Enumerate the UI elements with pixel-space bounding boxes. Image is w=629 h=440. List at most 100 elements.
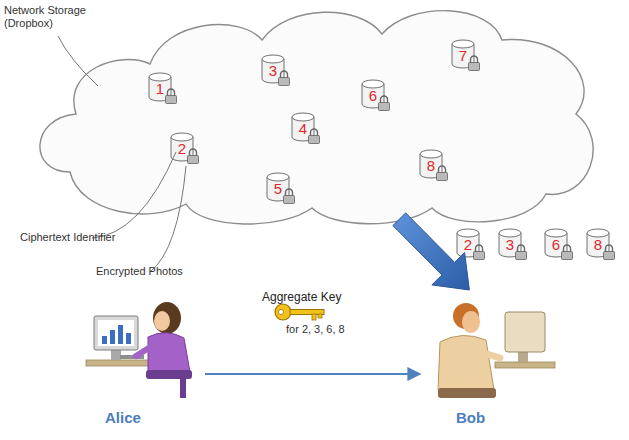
screen-bar	[118, 325, 123, 344]
padlock-shackle	[286, 189, 293, 196]
ciphertext-id: 2	[456, 237, 480, 253]
monitor	[505, 312, 545, 352]
leader-line	[92, 152, 176, 238]
bob-illustration	[438, 303, 555, 398]
transfer-arrow	[393, 213, 470, 290]
monitor-stand	[111, 349, 121, 360]
ciphertext-cylinder: 1	[147, 72, 177, 104]
key-tooth	[318, 314, 322, 318]
ciphertext-cylinder: 6	[360, 79, 390, 111]
trousers	[438, 388, 496, 398]
cylinder-top	[587, 229, 609, 237]
ciphertext-cylinder: 8	[585, 228, 615, 260]
monitor	[94, 316, 138, 350]
face	[154, 311, 170, 331]
key-hole	[278, 309, 283, 314]
padlock-body	[562, 252, 573, 260]
ciphertext-id: 2	[170, 141, 194, 157]
cylinder-top	[545, 229, 567, 237]
padlock-shackle	[564, 245, 571, 252]
cylinder-top	[457, 229, 479, 237]
ciphertext-id: 3	[498, 237, 522, 253]
cylinder-top	[420, 150, 442, 158]
ciphertext-cylinder: 5	[265, 172, 295, 204]
cylinder-top	[499, 229, 521, 237]
ciphertext-id: 8	[419, 158, 443, 174]
screen-bar	[102, 336, 107, 344]
cylinder-top	[452, 40, 474, 48]
leg	[180, 378, 186, 398]
padlock-body	[469, 63, 480, 71]
padlock-body	[474, 252, 485, 260]
screen-bar	[110, 330, 115, 344]
person-name: Bob	[456, 409, 485, 426]
cylinder-top	[171, 133, 193, 141]
padlock-shackle	[311, 129, 318, 136]
padlock-body	[309, 136, 320, 144]
padlock-shackle	[281, 71, 288, 78]
padlock-shackle	[439, 166, 446, 173]
desk	[495, 362, 555, 368]
ciphertext-cylinder: 4	[290, 112, 320, 144]
arm	[136, 344, 155, 356]
alice-illustration	[86, 302, 192, 398]
ciphertext-cylinder: 2	[169, 132, 199, 164]
cylinder-top	[149, 73, 171, 81]
leader-line	[150, 166, 186, 272]
cloud-outline	[40, 11, 593, 224]
padlock-body	[279, 78, 290, 86]
hair	[153, 302, 181, 334]
edge-label: Aggregate Key	[262, 290, 341, 304]
padlock-body	[516, 252, 527, 260]
padlock-shackle	[518, 245, 525, 252]
ciphertext-id: 1	[148, 81, 172, 97]
ciphertext-id: 4	[291, 121, 315, 137]
padlock-body	[379, 103, 390, 111]
cylinder-top	[267, 173, 289, 181]
padlock-shackle	[190, 149, 197, 156]
padlock-body	[188, 156, 199, 164]
arm	[474, 350, 500, 358]
ciphertext-cylinder: 3	[260, 54, 290, 86]
shirt	[438, 335, 494, 390]
ciphertext-cylinder: 3	[497, 228, 527, 260]
ciphertext-cylinder: 6	[543, 228, 573, 260]
ciphertext-id: 6	[361, 88, 385, 104]
padlock-body	[284, 196, 295, 204]
annotation-label: Encrypted Photos	[96, 265, 183, 278]
cylinder-top	[292, 113, 314, 121]
annotation-label: for 2, 3, 6, 8	[286, 323, 345, 336]
person-node: Alice	[85, 300, 205, 430]
key-icon	[275, 304, 324, 320]
person-name: Alice	[105, 409, 141, 426]
ciphertext-id: 6	[544, 237, 568, 253]
key-transfer-arrow	[205, 373, 420, 375]
annotation-label: Ciphertext Identifier	[20, 231, 115, 244]
cloud-node: Network Storage (Dropbox) 1 2 3 4 5 6 7 8	[0, 0, 605, 226]
ciphertext-cylinder: 2	[455, 228, 485, 260]
ciphertext-id: 5	[266, 181, 290, 197]
padlock-body	[604, 252, 615, 260]
face	[462, 311, 480, 333]
ciphertext-id: 7	[451, 48, 475, 64]
cylinder-top	[362, 80, 384, 88]
ciphertext-cylinder: 8	[418, 149, 448, 181]
key-bow	[275, 304, 291, 320]
padlock-shackle	[168, 89, 175, 96]
shirt	[148, 333, 190, 372]
lap	[146, 370, 192, 379]
screen	[98, 320, 134, 346]
padlock-body	[437, 173, 448, 181]
ciphertext-id: 3	[261, 63, 285, 79]
padlock-body	[166, 96, 177, 104]
person-node: Bob	[420, 290, 550, 430]
padlock-shackle	[381, 96, 388, 103]
leader-line	[58, 36, 98, 86]
storage-label: Network Storage (Dropbox)	[4, 4, 116, 30]
key-tooth	[312, 314, 316, 320]
padlock-shackle	[471, 56, 478, 63]
padlock-shackle	[476, 245, 483, 252]
